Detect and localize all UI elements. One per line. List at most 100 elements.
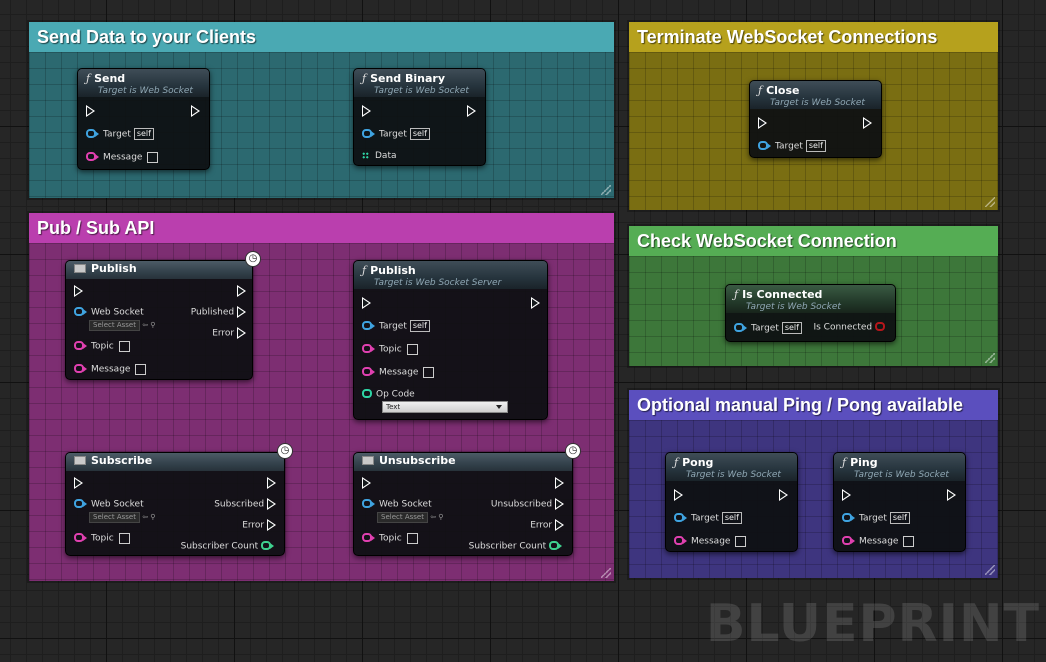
asset-selector[interactable]: Select Asset ⇦ ⚲ — [89, 511, 155, 523]
message-input-box[interactable] — [735, 535, 747, 547]
exec-out-icon — [863, 117, 872, 129]
message-input-box[interactable] — [147, 151, 159, 163]
resize-handle-icon[interactable] — [601, 185, 611, 195]
select-asset-dropdown[interactable]: Select Asset — [89, 319, 140, 331]
exec-out-icon — [191, 105, 200, 117]
message-input-box[interactable] — [135, 363, 147, 375]
subscriber-count-out-pin[interactable]: Subscriber Count — [181, 540, 278, 553]
exec-in-icon — [362, 105, 371, 117]
resize-handle-icon[interactable] — [601, 568, 611, 578]
exec-in-pin[interactable] — [758, 117, 767, 130]
message-pin[interactable]: Message — [86, 151, 159, 164]
exec-out-icon — [555, 477, 564, 489]
exec-out-pin[interactable] — [947, 489, 956, 502]
subscriber-count-out-pin[interactable]: Subscriber Count — [469, 540, 566, 553]
message-pin[interactable]: Message — [674, 535, 747, 548]
exec-out-pin[interactable] — [531, 297, 540, 310]
op-code-select-row[interactable]: Text — [382, 401, 508, 413]
message-input-box[interactable] — [423, 366, 435, 378]
topic-pin[interactable]: Topic — [362, 343, 418, 356]
resize-handle-icon[interactable] — [985, 197, 995, 207]
exec-in-pin[interactable] — [842, 489, 851, 502]
string-pin-icon — [74, 363, 87, 375]
exec-in-pin[interactable] — [86, 105, 95, 118]
topic-input-box[interactable] — [406, 532, 418, 544]
function-icon: ƒ — [734, 288, 739, 301]
pin-label: Error — [530, 520, 553, 531]
topic-pin[interactable]: Topic — [74, 532, 130, 545]
asset-selector[interactable]: Select Asset ⇦ ⚲ — [377, 511, 443, 523]
select-asset-dropdown[interactable]: Select Asset — [377, 511, 428, 523]
node-publish-macro[interactable]: Publish ◷ Web Socket Select Asset ⇦ ⚲ Pu… — [65, 251, 261, 380]
topic-pin[interactable]: Topic — [362, 532, 418, 545]
unsubscribed-out-pin[interactable]: Unsubscribed — [491, 498, 564, 511]
topic-input-box[interactable] — [118, 340, 130, 352]
exec-in-pin[interactable] — [362, 477, 371, 490]
macro-icon — [362, 456, 374, 465]
error-out-pin[interactable]: Error — [242, 519, 276, 532]
pin-label: Message — [859, 536, 899, 547]
op-code-dropdown[interactable]: Text — [382, 401, 508, 413]
websocket-pin[interactable]: Web Socket Select Asset ⇦ ⚲ — [74, 306, 155, 331]
resize-handle-icon[interactable] — [985, 353, 995, 363]
message-pin[interactable]: Message — [74, 363, 147, 376]
exec-out-pin[interactable] — [863, 117, 872, 130]
node-unsubscribe[interactable]: Unsubscribe ◷ Web Socket Select Asset ⇦ … — [353, 443, 581, 556]
published-out-pin[interactable]: Published — [191, 306, 246, 319]
message-input-box[interactable] — [903, 535, 915, 547]
exec-out-icon — [555, 519, 564, 531]
exec-out-pin[interactable] — [237, 285, 246, 298]
object-pin-icon — [74, 306, 87, 318]
data-pin[interactable]: Data — [362, 150, 397, 162]
error-out-pin[interactable]: Error — [530, 519, 564, 532]
websocket-pin[interactable]: Web Socket Select Asset ⇦ ⚲ — [362, 498, 443, 523]
select-asset-dropdown[interactable]: Select Asset — [89, 511, 140, 523]
exec-in-pin[interactable] — [74, 285, 83, 298]
exec-in-pin[interactable] — [362, 105, 371, 118]
exec-out-pin[interactable] — [467, 105, 476, 118]
op-code-pin[interactable]: Op Code — [362, 388, 415, 401]
is-connected-out-pin[interactable]: Is Connected — [813, 321, 889, 334]
resize-handle-icon[interactable] — [985, 565, 995, 575]
error-out-pin[interactable]: Error — [212, 327, 246, 340]
object-pin-icon — [362, 128, 375, 140]
exec-in-pin[interactable] — [674, 489, 683, 502]
exec-out-pin[interactable] — [191, 105, 200, 118]
exec-out-pin[interactable] — [267, 477, 276, 490]
node-subscribe[interactable]: Subscribe ◷ Web Socket Select Asset ⇦ ⚲ … — [65, 443, 293, 556]
pin-label: Target — [103, 129, 131, 140]
node-title: Pong — [682, 456, 714, 469]
topic-input-box[interactable] — [118, 532, 130, 544]
exec-in-pin[interactable] — [362, 297, 371, 310]
message-pin[interactable]: Message — [842, 535, 915, 548]
topic-pin[interactable]: Topic — [74, 340, 130, 353]
bool-pin-icon — [875, 321, 885, 333]
node-subtitle: Target is Web Socket — [686, 470, 781, 480]
exec-in-icon — [74, 477, 83, 489]
exec-in-pin[interactable] — [74, 477, 83, 490]
exec-out-pin[interactable] — [779, 489, 788, 502]
asset-selector[interactable]: Select Asset ⇦ ⚲ — [89, 319, 155, 331]
subscribed-out-pin[interactable]: Subscribed — [214, 498, 276, 511]
message-pin[interactable]: Message — [362, 366, 435, 379]
pin-label: Target — [775, 141, 803, 152]
topic-input-box[interactable] — [406, 343, 418, 355]
object-pin-icon — [674, 512, 687, 524]
exec-out-pin[interactable] — [555, 477, 564, 490]
websocket-pin[interactable]: Web Socket Select Asset ⇦ ⚲ — [74, 498, 155, 523]
